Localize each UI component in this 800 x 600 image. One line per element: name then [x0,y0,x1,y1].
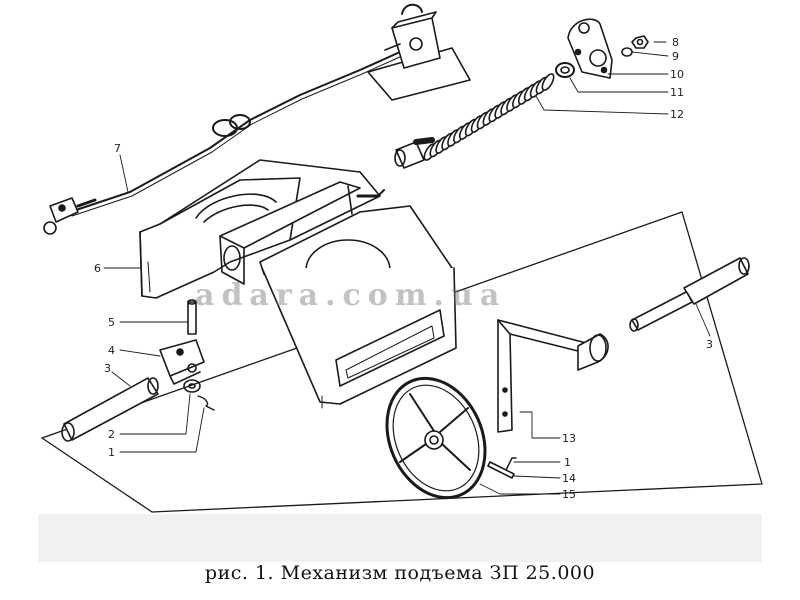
lead-screw [423,73,555,161]
callout-11: 11 [670,86,684,99]
handwheel-15 [385,376,487,500]
callout-2: 2 [108,428,115,441]
pin-5 [187,299,197,335]
bottom-gray-strip [38,514,762,562]
cable-clamp [384,3,441,69]
callout-1-right: 1 [564,456,571,469]
washer-9 [621,47,633,57]
callout-9: 9 [672,50,679,63]
screw-nut-end [394,137,435,169]
callout-7: 7 [114,142,121,155]
cotter-pin-1 [197,395,215,411]
callout-1-left: 1 [108,446,115,459]
watermark-text: adara.com.ua [195,278,507,313]
base-plate-outline [41,211,763,513]
screw-thread [541,73,555,91]
leader-lines [103,41,711,495]
callout-3-right: 3 [706,338,713,351]
callout-13: 13 [562,432,576,445]
callout-6: 6 [94,262,101,275]
bracket-10 [567,18,613,79]
washer-2 [183,379,201,393]
cotter-pin-1-right [505,457,517,471]
cable-assembly [43,51,403,235]
callout-12: 12 [670,108,684,121]
callout-8: 8 [672,36,679,49]
callout-3-left: 3 [104,362,111,375]
callout-4: 4 [108,344,115,357]
callout-10: 10 [670,68,684,81]
figure-caption: рис. 1. Механизм подъема ЗП 25.000 [204,562,596,584]
crank-arm-13 [497,319,609,433]
clevis-4 [159,339,205,385]
pin-14 [487,461,515,479]
callout-14: 14 [562,472,576,485]
callout-15: 15 [562,488,576,501]
callout-labels: 7 6 5 4 3 2 1 8 9 10 11 12 3 13 1 14 15 [94,36,713,501]
shaft-3-left [61,377,159,442]
frame-housing [139,159,457,409]
nut-8 [631,35,649,49]
shaft-3-right [629,257,750,332]
washer-11 [555,62,575,78]
callout-5: 5 [108,316,115,329]
